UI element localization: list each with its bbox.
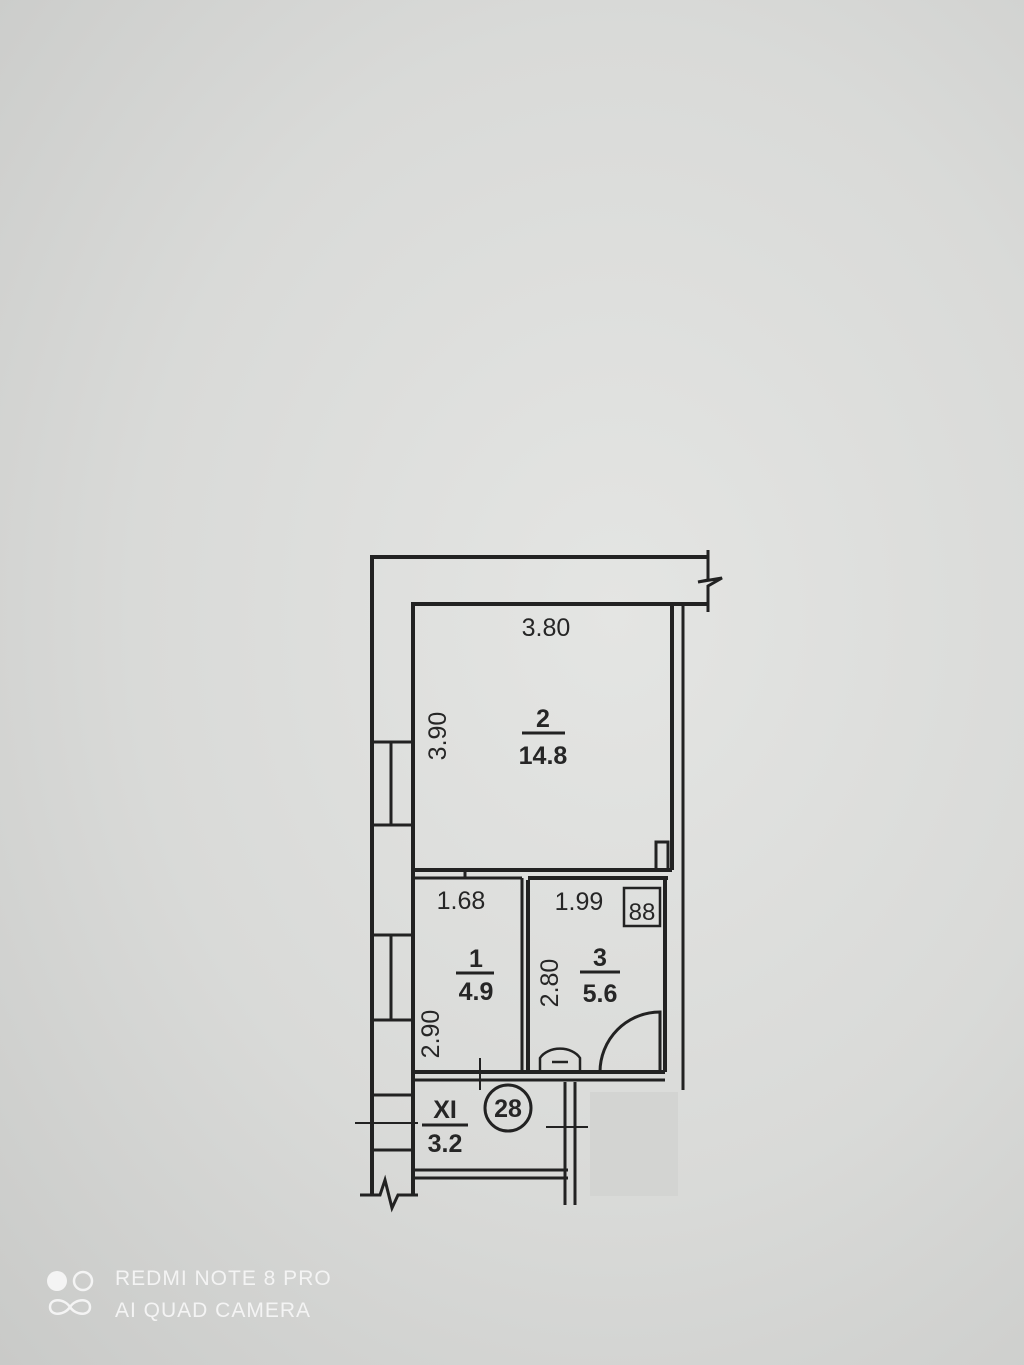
redacted-area bbox=[590, 1092, 678, 1196]
room-3-number: 3 bbox=[593, 944, 607, 972]
room-1-width: 1.68 bbox=[437, 887, 486, 915]
window-marks bbox=[355, 740, 418, 1152]
apartment-marker: 28 bbox=[494, 1095, 522, 1123]
room-1-length: 2.90 bbox=[417, 1010, 445, 1059]
room-3-area: 5.6 bbox=[583, 980, 618, 1008]
column-mark bbox=[654, 840, 670, 872]
wall-break-icon bbox=[697, 550, 723, 612]
room-3-length: 2.80 bbox=[536, 959, 564, 1008]
room-2-number: 2 bbox=[536, 705, 550, 733]
room-2-length: 3.90 bbox=[424, 712, 452, 761]
watermark-camera: AI QUAD CAMERA bbox=[115, 1299, 312, 1322]
room-2-width: 3.80 bbox=[522, 614, 571, 642]
camera-logo-icon bbox=[47, 1270, 94, 1315]
room-xi-area: 3.2 bbox=[428, 1130, 463, 1158]
room-2-area: 14.8 bbox=[519, 742, 568, 770]
watermark-device: REDMI NOTE 8 PRO bbox=[115, 1267, 332, 1290]
stove-label: 88 bbox=[629, 899, 656, 926]
room-1-area: 4.9 bbox=[459, 978, 494, 1006]
room-3-width: 1.99 bbox=[555, 888, 604, 916]
room-1-number: 1 bbox=[469, 945, 483, 973]
wall-break-icon bbox=[360, 1174, 418, 1213]
stove-icon bbox=[622, 886, 662, 928]
outer-wall bbox=[370, 555, 708, 1195]
inner-wall bbox=[411, 602, 708, 1195]
toilet-icon bbox=[538, 1047, 582, 1072]
shower-icon bbox=[598, 1010, 662, 1074]
room-xi-number: XI bbox=[433, 1096, 457, 1124]
apartment-marker-circle bbox=[483, 1083, 533, 1133]
